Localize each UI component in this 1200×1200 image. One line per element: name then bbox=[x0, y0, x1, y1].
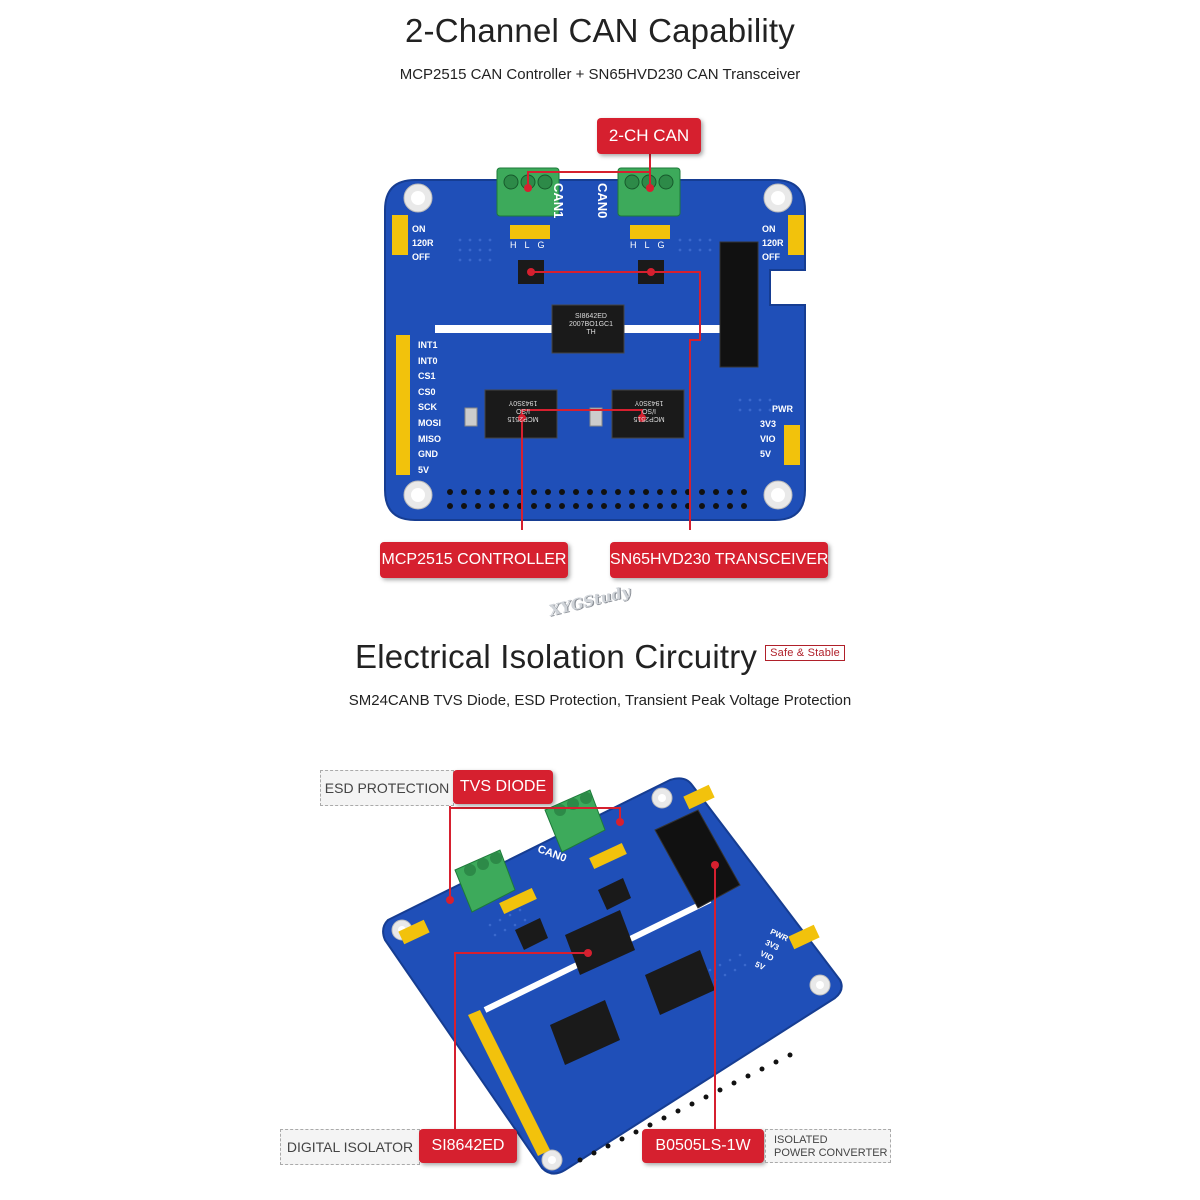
jumper-on-label: ON bbox=[412, 224, 426, 234]
isolator-chip-marking: SI8642ED 2007BO1GC1 TH bbox=[558, 313, 624, 337]
pin-cs0-label: CS0 bbox=[418, 386, 436, 397]
callout-tvs-diode: TVS DIODE bbox=[453, 770, 553, 804]
section2-title: Electrical Isolation Circuitry Safe & Sta… bbox=[0, 638, 1200, 676]
chip-text: I/SO bbox=[516, 407, 531, 414]
pin-5v-label: 5V bbox=[418, 464, 430, 475]
jumper-off-label: OFF bbox=[762, 252, 780, 262]
watermark-logo: XYGStudy bbox=[547, 582, 632, 620]
chip-text: MCP2515 bbox=[633, 415, 665, 422]
can-hat-board-top-view bbox=[384, 152, 806, 530]
callout-digital-isolator: DIGITAL ISOLATOR bbox=[280, 1129, 420, 1165]
callout-mcp2515-controller: MCP2515 CONTROLLER bbox=[380, 542, 568, 578]
chip-text: 1943S0Y bbox=[508, 399, 538, 406]
section1-title: 2-Channel CAN Capability bbox=[405, 12, 795, 49]
jumper-120r-label: 120R bbox=[412, 238, 434, 248]
hlg-g: G bbox=[657, 240, 673, 250]
terminal-block-can0 bbox=[617, 167, 681, 217]
pwr-3v3-label: 3V3 bbox=[760, 419, 777, 429]
callout-isolated-power-converter: ISOLATED POWER CONVERTER bbox=[765, 1129, 891, 1163]
chip-text: 1943S0Y bbox=[634, 399, 664, 406]
pin-gnd-label: GND bbox=[418, 449, 438, 460]
isolated-line2: POWER CONVERTER bbox=[774, 1147, 888, 1159]
pin-header-labels: INT1 INT0 CS1 CS0 SCK MOSI MISO GND 5V bbox=[418, 338, 441, 478]
hlg-l: L bbox=[524, 240, 538, 250]
pin-int1-label: INT1 bbox=[418, 340, 438, 350]
section2-subtitle: SM24CANB TVS Diode, ESD Protection, Tran… bbox=[348, 692, 852, 709]
callout-2ch-can: 2-CH CAN bbox=[597, 118, 701, 154]
section2-title-text: Electrical Isolation Circuitry bbox=[355, 638, 758, 675]
hlg-can0: HLG bbox=[630, 240, 673, 250]
can1-label: CAN1 bbox=[551, 183, 566, 219]
can0-label: CAN0 bbox=[595, 183, 610, 219]
pin-miso-label: MISO bbox=[418, 433, 442, 444]
callout-b0505ls-1w: B0505LS-1W bbox=[642, 1129, 764, 1163]
pwr-vio-label: VIO bbox=[760, 434, 776, 444]
callout-esd-protection: ESD PROTECTION bbox=[320, 770, 454, 806]
right-jumper-labels: ON 120R OFF bbox=[762, 222, 784, 264]
safe-stable-badge: Safe & Stable bbox=[765, 645, 845, 662]
callout-si8642ed: SI8642ED bbox=[419, 1129, 517, 1163]
jumper-on-label: ON bbox=[762, 224, 776, 234]
chip-text: TH bbox=[586, 329, 596, 336]
jumper-off-label: OFF bbox=[412, 252, 430, 262]
chip-text: SI8642ED bbox=[575, 313, 607, 320]
isolated-line1: ISOLATED bbox=[774, 1134, 828, 1146]
jumper-120r-label: 120R bbox=[762, 238, 784, 248]
callout-sn65hvd230-transceiver: SN65HVD230 TRANSCEIVER bbox=[610, 542, 828, 578]
hlg-g: G bbox=[537, 240, 553, 250]
pin-mosi-label: MOSI bbox=[418, 417, 442, 428]
pwr-label: PWR bbox=[772, 404, 793, 414]
hlg-l: L bbox=[644, 240, 658, 250]
pin-sck-label: SCK bbox=[418, 402, 438, 413]
mcp2515-chip-marking-2: MCP2515 I/SO 1943S0Y bbox=[616, 398, 682, 422]
hlg-can1: HLG bbox=[510, 240, 553, 250]
pwr-labels: PWR 3V3 VIO 5V bbox=[760, 402, 793, 462]
chip-text: 2007BO1GC1 bbox=[569, 321, 613, 328]
pin-int0-label: INT0 bbox=[418, 355, 438, 366]
pin-cs1-label: CS1 bbox=[418, 371, 436, 382]
left-jumper-labels: ON 120R OFF bbox=[412, 222, 434, 264]
hlg-h: H bbox=[510, 240, 525, 250]
chip-text: MCP2515 bbox=[507, 415, 539, 422]
can-hat-board-perspective-view bbox=[382, 777, 843, 1175]
hlg-h: H bbox=[630, 240, 645, 250]
pwr-5v-label: 5V bbox=[760, 449, 772, 459]
section1-subtitle: MCP2515 CAN Controller + SN65HVD230 CAN … bbox=[399, 66, 801, 83]
chip-text: I/SO bbox=[642, 407, 657, 414]
mcp2515-chip-marking-1: MCP2515 I/SO 1943S0Y bbox=[490, 398, 556, 422]
